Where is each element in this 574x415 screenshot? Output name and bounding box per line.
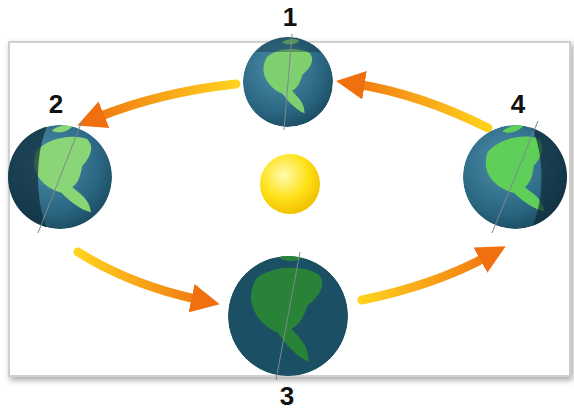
earth-globe: [463, 118, 574, 235]
callout-number: 4: [511, 91, 525, 117]
callout-number: 2: [49, 91, 63, 117]
callout-number: 1: [283, 4, 297, 30]
callout-number: 3: [280, 383, 294, 409]
sun: [260, 154, 320, 214]
earth-globe: [240, 30, 340, 127]
earth-globe: [0, 118, 112, 235]
earth-globe: [228, 249, 348, 376]
